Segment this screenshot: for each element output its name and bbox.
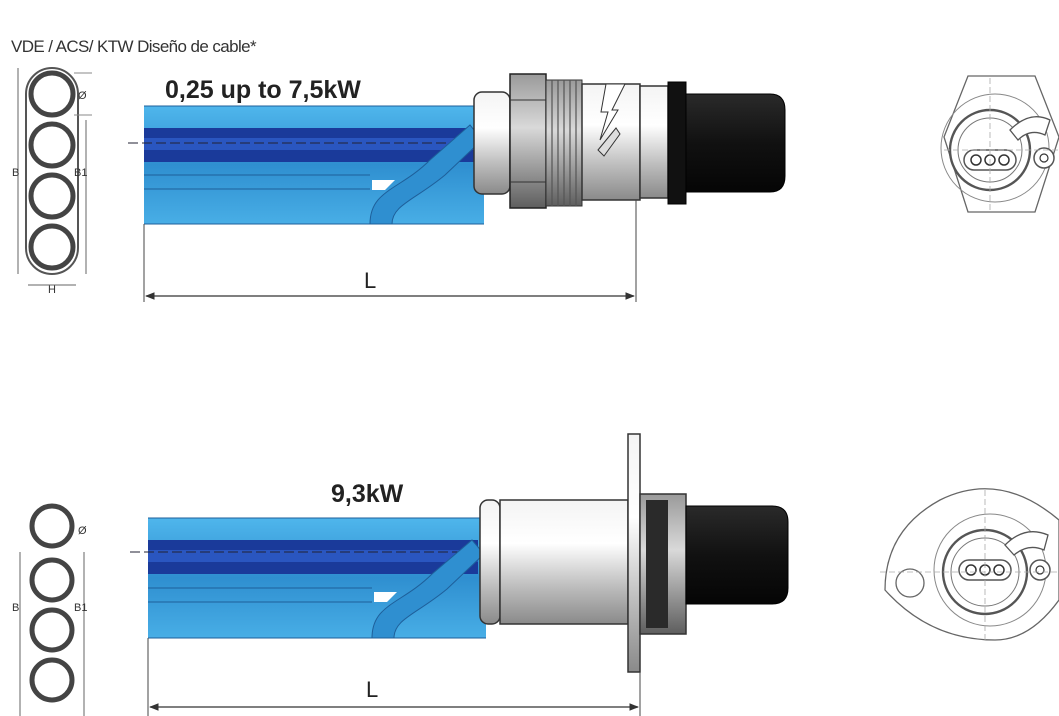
length-dimension: L	[147, 638, 641, 716]
flat-cable	[128, 105, 484, 225]
power-label: 0,25 up to 7,5kW	[165, 76, 361, 104]
length-dimension: L	[143, 200, 637, 302]
cable-cross-section: Ø B B1	[12, 503, 87, 716]
length-label: L	[366, 677, 378, 702]
width-label: B	[12, 167, 19, 179]
inner-width-label: B1	[74, 167, 87, 179]
width-label: B	[12, 602, 19, 614]
variant-top: Ø B B1 H	[12, 67, 1059, 302]
connector-gland	[473, 73, 786, 209]
flat-cable	[130, 517, 486, 639]
inner-width-label: B1	[74, 602, 87, 614]
power-label: 9,3kW	[331, 480, 404, 508]
connector-front-view	[940, 75, 1059, 213]
variant-bottom: Ø B B1	[12, 433, 1059, 716]
connector-front-view	[880, 488, 1059, 641]
connector-flange	[479, 433, 789, 673]
diagram-title: VDE / ACS/ KTW Diseño de cable*	[11, 37, 257, 56]
cable-cross-section: Ø B B1 H	[12, 67, 92, 296]
length-label: L	[364, 268, 376, 293]
diameter-label: Ø	[78, 90, 87, 102]
diameter-label: Ø	[78, 525, 87, 537]
height-label: H	[48, 284, 56, 296]
